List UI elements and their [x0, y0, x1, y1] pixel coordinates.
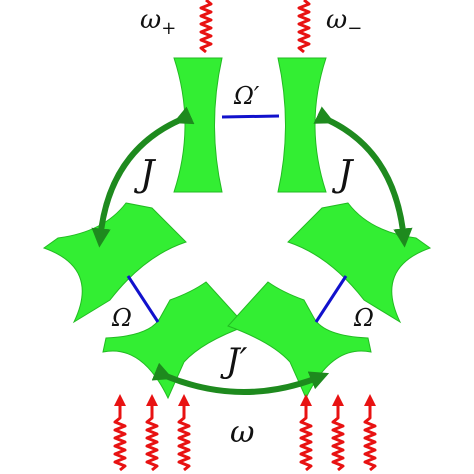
omega-prime-coupling-line: [221, 114, 280, 119]
omega-right-coupling-line: [314, 275, 348, 323]
top-left-mirror: [173, 57, 223, 193]
bottom-left-wave-3: [177, 394, 191, 472]
omega-left-coupling-line: [126, 275, 160, 323]
omega-right-label: Ω: [353, 304, 374, 332]
bottom-right-wave-1: [299, 394, 313, 472]
omega-minus-wave: [297, 0, 311, 54]
drive-waves: [113, 0, 377, 472]
omega-plus-wave: [199, 0, 213, 54]
left-lower-mirror: [102, 281, 247, 400]
omega-prime-label: Ω′: [233, 82, 260, 110]
j-right-label: J: [331, 154, 355, 195]
j-right-arrow: [313, 106, 413, 248]
bottom-right-wave-2: [331, 394, 345, 472]
j-prime-arrow: [151, 362, 330, 395]
j-left-label: J: [133, 154, 157, 195]
j-left-arrow: [91, 106, 195, 248]
bottom-right-wave-3: [363, 394, 377, 472]
right-lower-mirror: [227, 281, 372, 400]
omega-plus-label: ω+: [140, 5, 176, 39]
omega-left-label: Ω: [111, 304, 132, 332]
bottom-left-wave-2: [145, 394, 159, 472]
top-right-mirror: [277, 57, 327, 193]
j-prime-label: J′: [220, 341, 248, 381]
omega-minus-label: ω−: [326, 5, 362, 39]
bottom-left-wave-1: [113, 394, 127, 472]
omega-bottom-label: ω: [230, 415, 254, 450]
